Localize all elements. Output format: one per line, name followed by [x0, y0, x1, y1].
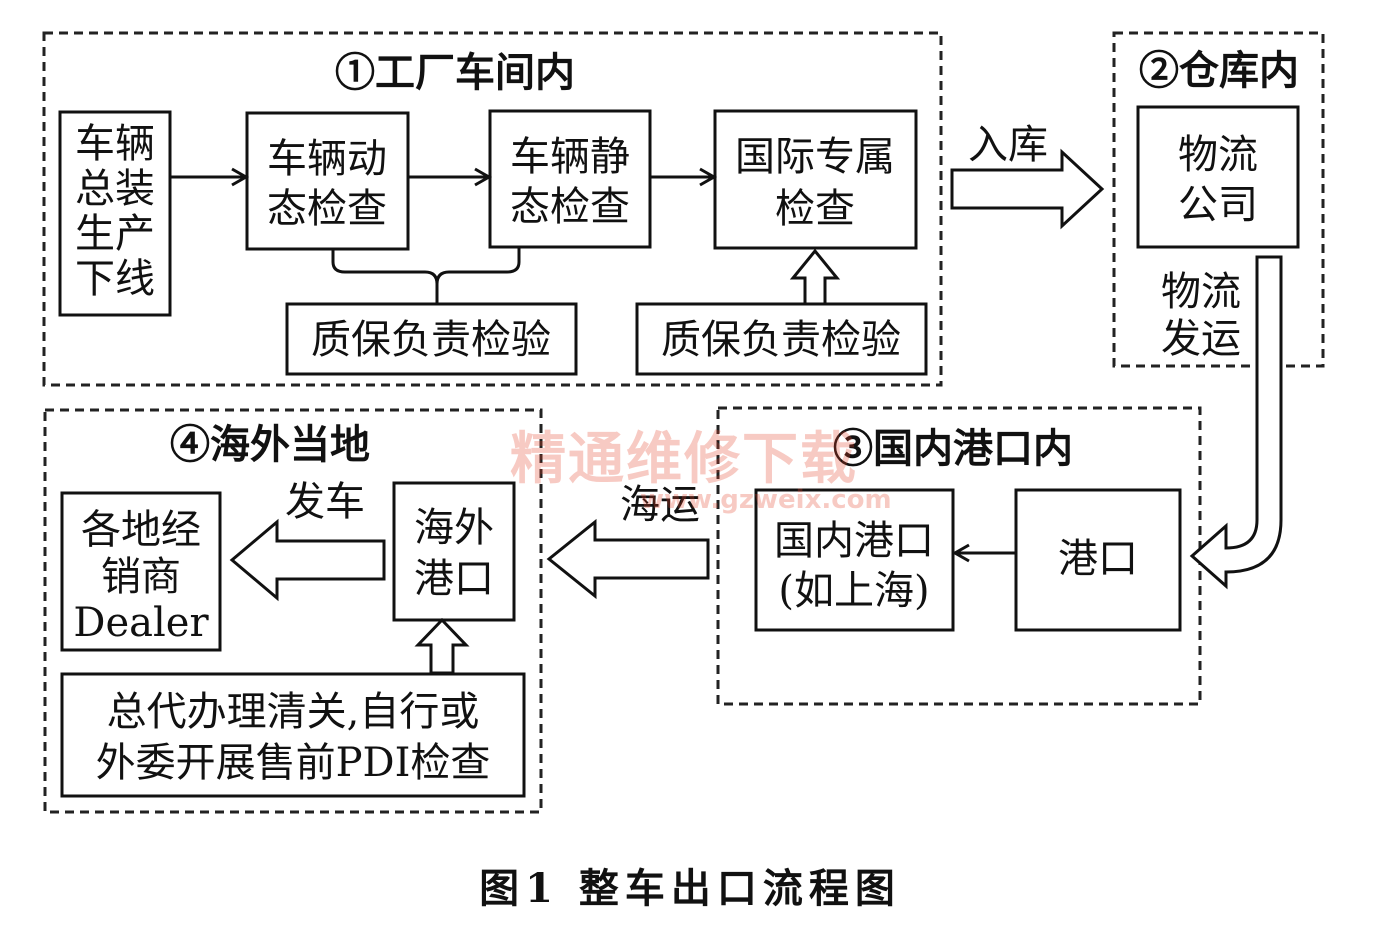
box-customs-line1: 总代办理清关,自行或 [107, 689, 480, 735]
label-logistics-ship-line1: 物流 [1161, 269, 1241, 315]
box-domestic-port-line2: (如上海) [778, 568, 929, 614]
box-dealer-line3: Dealer [73, 600, 209, 646]
arrow-sea-shipping [546, 518, 710, 600]
zone-title-overseas: ④海外当地 [170, 421, 370, 468]
box-assembly-line3: 生产 [75, 211, 155, 257]
box-qa-1 [285, 302, 578, 376]
watermark-url: www.gzweix.com [640, 485, 892, 515]
box-logistics-company-line2: 公司 [1178, 182, 1258, 228]
label-warehousing: 入库 [968, 122, 1048, 168]
box-logistics-company [1136, 105, 1300, 249]
box-intl-check [713, 109, 918, 250]
label-depart: 发车 [285, 479, 365, 525]
label-sea-shipping: 海运 [620, 482, 700, 528]
box-intl-check-line2: 检查 [775, 186, 855, 232]
box-logistics-company-line1: 物流 [1178, 132, 1258, 178]
box-dealer-line1: 各地经 [81, 507, 201, 553]
box-port-label: 港口 [1058, 536, 1138, 582]
box-overseas-port-line2: 港口 [414, 556, 494, 602]
box-static-check-line1: 车辆静 [510, 134, 630, 180]
box-customs [60, 672, 526, 798]
box-domestic-port [754, 488, 955, 632]
box-dynamic-check-line2: 态检查 [267, 186, 387, 232]
box-assembly-line4: 下线 [75, 256, 155, 302]
qa-brace [331, 248, 521, 285]
arrow-qa2-up [789, 248, 841, 306]
box-qa-1-label: 质保负责检验 [311, 317, 551, 363]
box-intl-check-line1: 国际专属 [735, 134, 895, 180]
box-dealer-line2: 销商 [101, 554, 181, 600]
watermark-title: 精通维修下载 [510, 427, 858, 492]
box-dynamic-check-line1: 车辆动 [267, 136, 387, 182]
box-assembly [58, 110, 172, 317]
box-qa-2-label: 质保负责检验 [661, 317, 901, 363]
box-qa-2 [635, 302, 928, 376]
box-overseas-port [392, 481, 516, 622]
box-overseas-port-line1: 海外 [414, 505, 494, 551]
label-logistics-ship-line2: 发运 [1161, 316, 1241, 362]
box-dealer [60, 491, 222, 652]
box-customs-line2: 外委开展售前PDI检查 [96, 740, 491, 786]
arrow-logistics-ship [1189, 255, 1283, 590]
zone-warehouse [1112, 31, 1325, 368]
zone-title-factory: ①工厂车间内 [335, 49, 575, 96]
box-static-check [488, 109, 652, 249]
zone-title-warehouse: ②仓库内 [1139, 47, 1299, 94]
arrow-warehousing [950, 148, 1105, 230]
box-assembly-line1: 车辆 [75, 121, 155, 167]
box-dynamic-check [245, 111, 410, 251]
zone-title-domestic-port: ③国内港口内 [833, 425, 1073, 472]
arrow-depart [229, 518, 386, 602]
zone-overseas [43, 408, 543, 814]
box-port [1014, 488, 1182, 632]
box-assembly-line2: 总装 [75, 166, 155, 212]
zone-factory [42, 31, 943, 387]
arrow-customs-up [414, 617, 470, 675]
box-domestic-port-line1: 国内港口 [774, 518, 934, 564]
box-static-check-line2: 态检查 [510, 184, 630, 230]
figure-caption: 图1 整车出口流程图 [479, 865, 901, 912]
